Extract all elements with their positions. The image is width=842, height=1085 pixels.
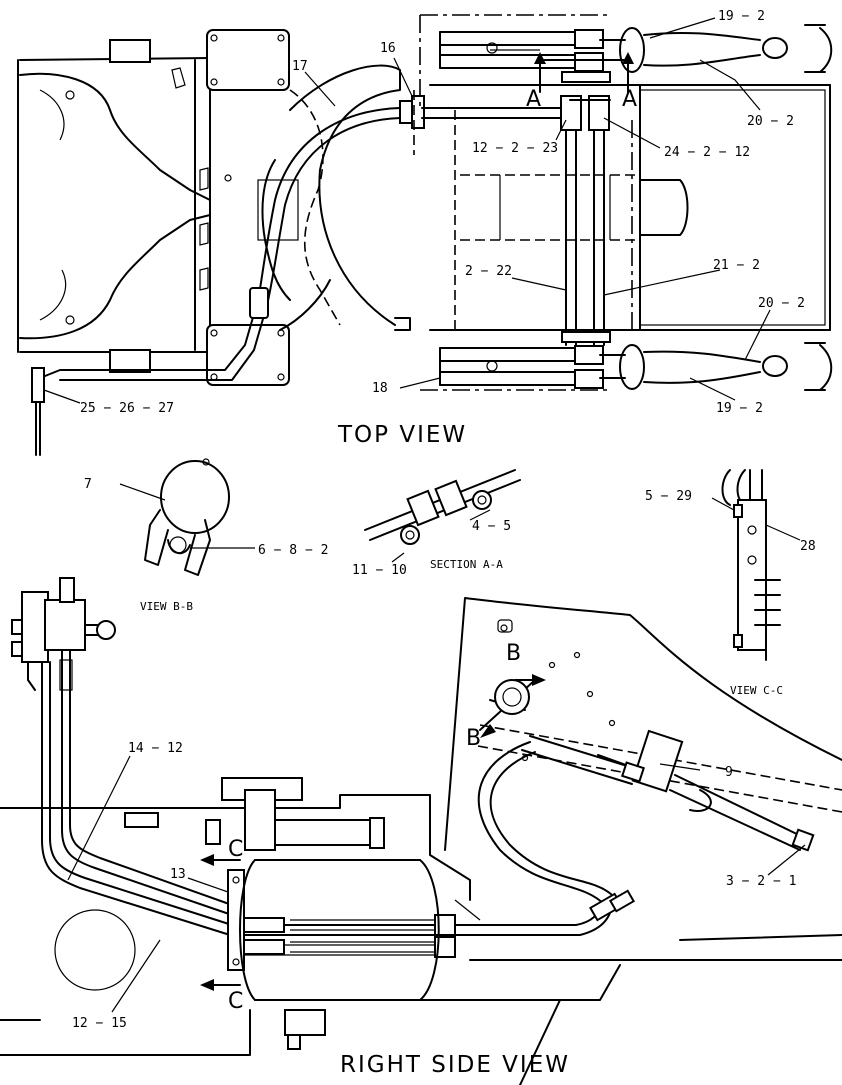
tubes-2-22-21-2 — [421, 71, 611, 346]
callout-9: 9 — [725, 765, 733, 780]
right-side-view: B B — [0, 577, 842, 1085]
callout-13: 13 — [170, 867, 186, 882]
section-marker-a-left: A — [526, 87, 541, 112]
section-aa: 4 − 5 11 − 10 SECTION A-A — [352, 469, 521, 578]
callout-28: 28 — [800, 539, 816, 554]
top-view-title: TOP VIEW — [337, 422, 467, 448]
section-marker-c-top: C — [228, 837, 243, 862]
callout-21-2: 21 − 2 — [713, 258, 760, 273]
callout-3-2-1: 3 − 2 − 1 — [726, 874, 796, 889]
callout-16: 16 — [380, 41, 396, 56]
hose-17 — [39, 107, 401, 381]
view-marker-b-top: B — [506, 641, 521, 666]
view-bb-title: VIEW B-B — [140, 600, 193, 613]
section-marker-c-bottom: C — [228, 989, 243, 1014]
bracket-13 — [227, 869, 456, 971]
hoses-9 — [439, 741, 636, 936]
callout-19-2-top: 19 − 2 — [718, 9, 765, 24]
frame-body — [0, 794, 842, 1085]
section-marker-a-right: A — [622, 87, 637, 112]
callout-14-12: 14 − 12 — [128, 741, 183, 756]
top-view: A A 16 17 19 − 2 20 − 2 12 − 2 − 23 — [17, 9, 833, 456]
section-aa-title: SECTION A-A — [430, 558, 503, 571]
callout-12-2-23: 12 − 2 − 23 — [472, 141, 558, 156]
fitting-16 — [399, 90, 425, 155]
view-bb: 7 6 − 8 − 2 VIEW B-B — [84, 458, 328, 613]
right-side-view-title: RIGHT SIDE VIEW — [340, 1052, 570, 1078]
view-marker-b-bottom: B — [466, 726, 481, 751]
cylinder-top — [439, 24, 833, 73]
control-valve — [11, 577, 116, 721]
callout-20-2-bottom: 20 − 2 — [758, 296, 805, 311]
crossmember — [419, 14, 831, 391]
callout-4-5: 4 − 5 — [472, 519, 511, 534]
callout-20-2-top: 20 − 2 — [747, 114, 794, 129]
callout-12-15: 12 − 15 — [72, 1016, 127, 1031]
callout-5-29: 5 − 29 — [645, 489, 692, 504]
callout-2-22: 2 − 22 — [465, 264, 512, 279]
lines-14-12-12-15 — [41, 714, 441, 956]
view-cc-title: VIEW C-C — [730, 684, 783, 697]
callout-25-26-27: 25 − 26 − 27 — [80, 401, 174, 416]
section-a-arrows: A A — [526, 52, 637, 112]
frame-outline — [17, 29, 411, 386]
view-b-arrows: B B — [466, 641, 546, 751]
fitting-25-26-27 — [31, 367, 45, 456]
callout-24-2-12: 24 − 2 − 12 — [664, 145, 750, 160]
callout-18: 18 — [372, 381, 388, 396]
section-c-arrows: C C — [200, 837, 243, 1014]
engine-area — [205, 777, 440, 1050]
cylinder-9 — [521, 729, 815, 852]
view-cc: 5 − 29 28 VIEW C-C — [645, 469, 816, 697]
cylinder-bottom — [439, 342, 833, 391]
callout-7: 7 — [84, 477, 92, 492]
callout-19-2-bottom: 19 − 2 — [716, 401, 763, 416]
callout-6-8-2: 6 − 8 − 2 — [258, 543, 328, 558]
side-view-leaders — [67, 755, 806, 1013]
callout-17: 17 — [292, 59, 308, 74]
callout-11-10: 11 − 10 — [352, 563, 407, 578]
top-view-leaders — [43, 17, 771, 404]
